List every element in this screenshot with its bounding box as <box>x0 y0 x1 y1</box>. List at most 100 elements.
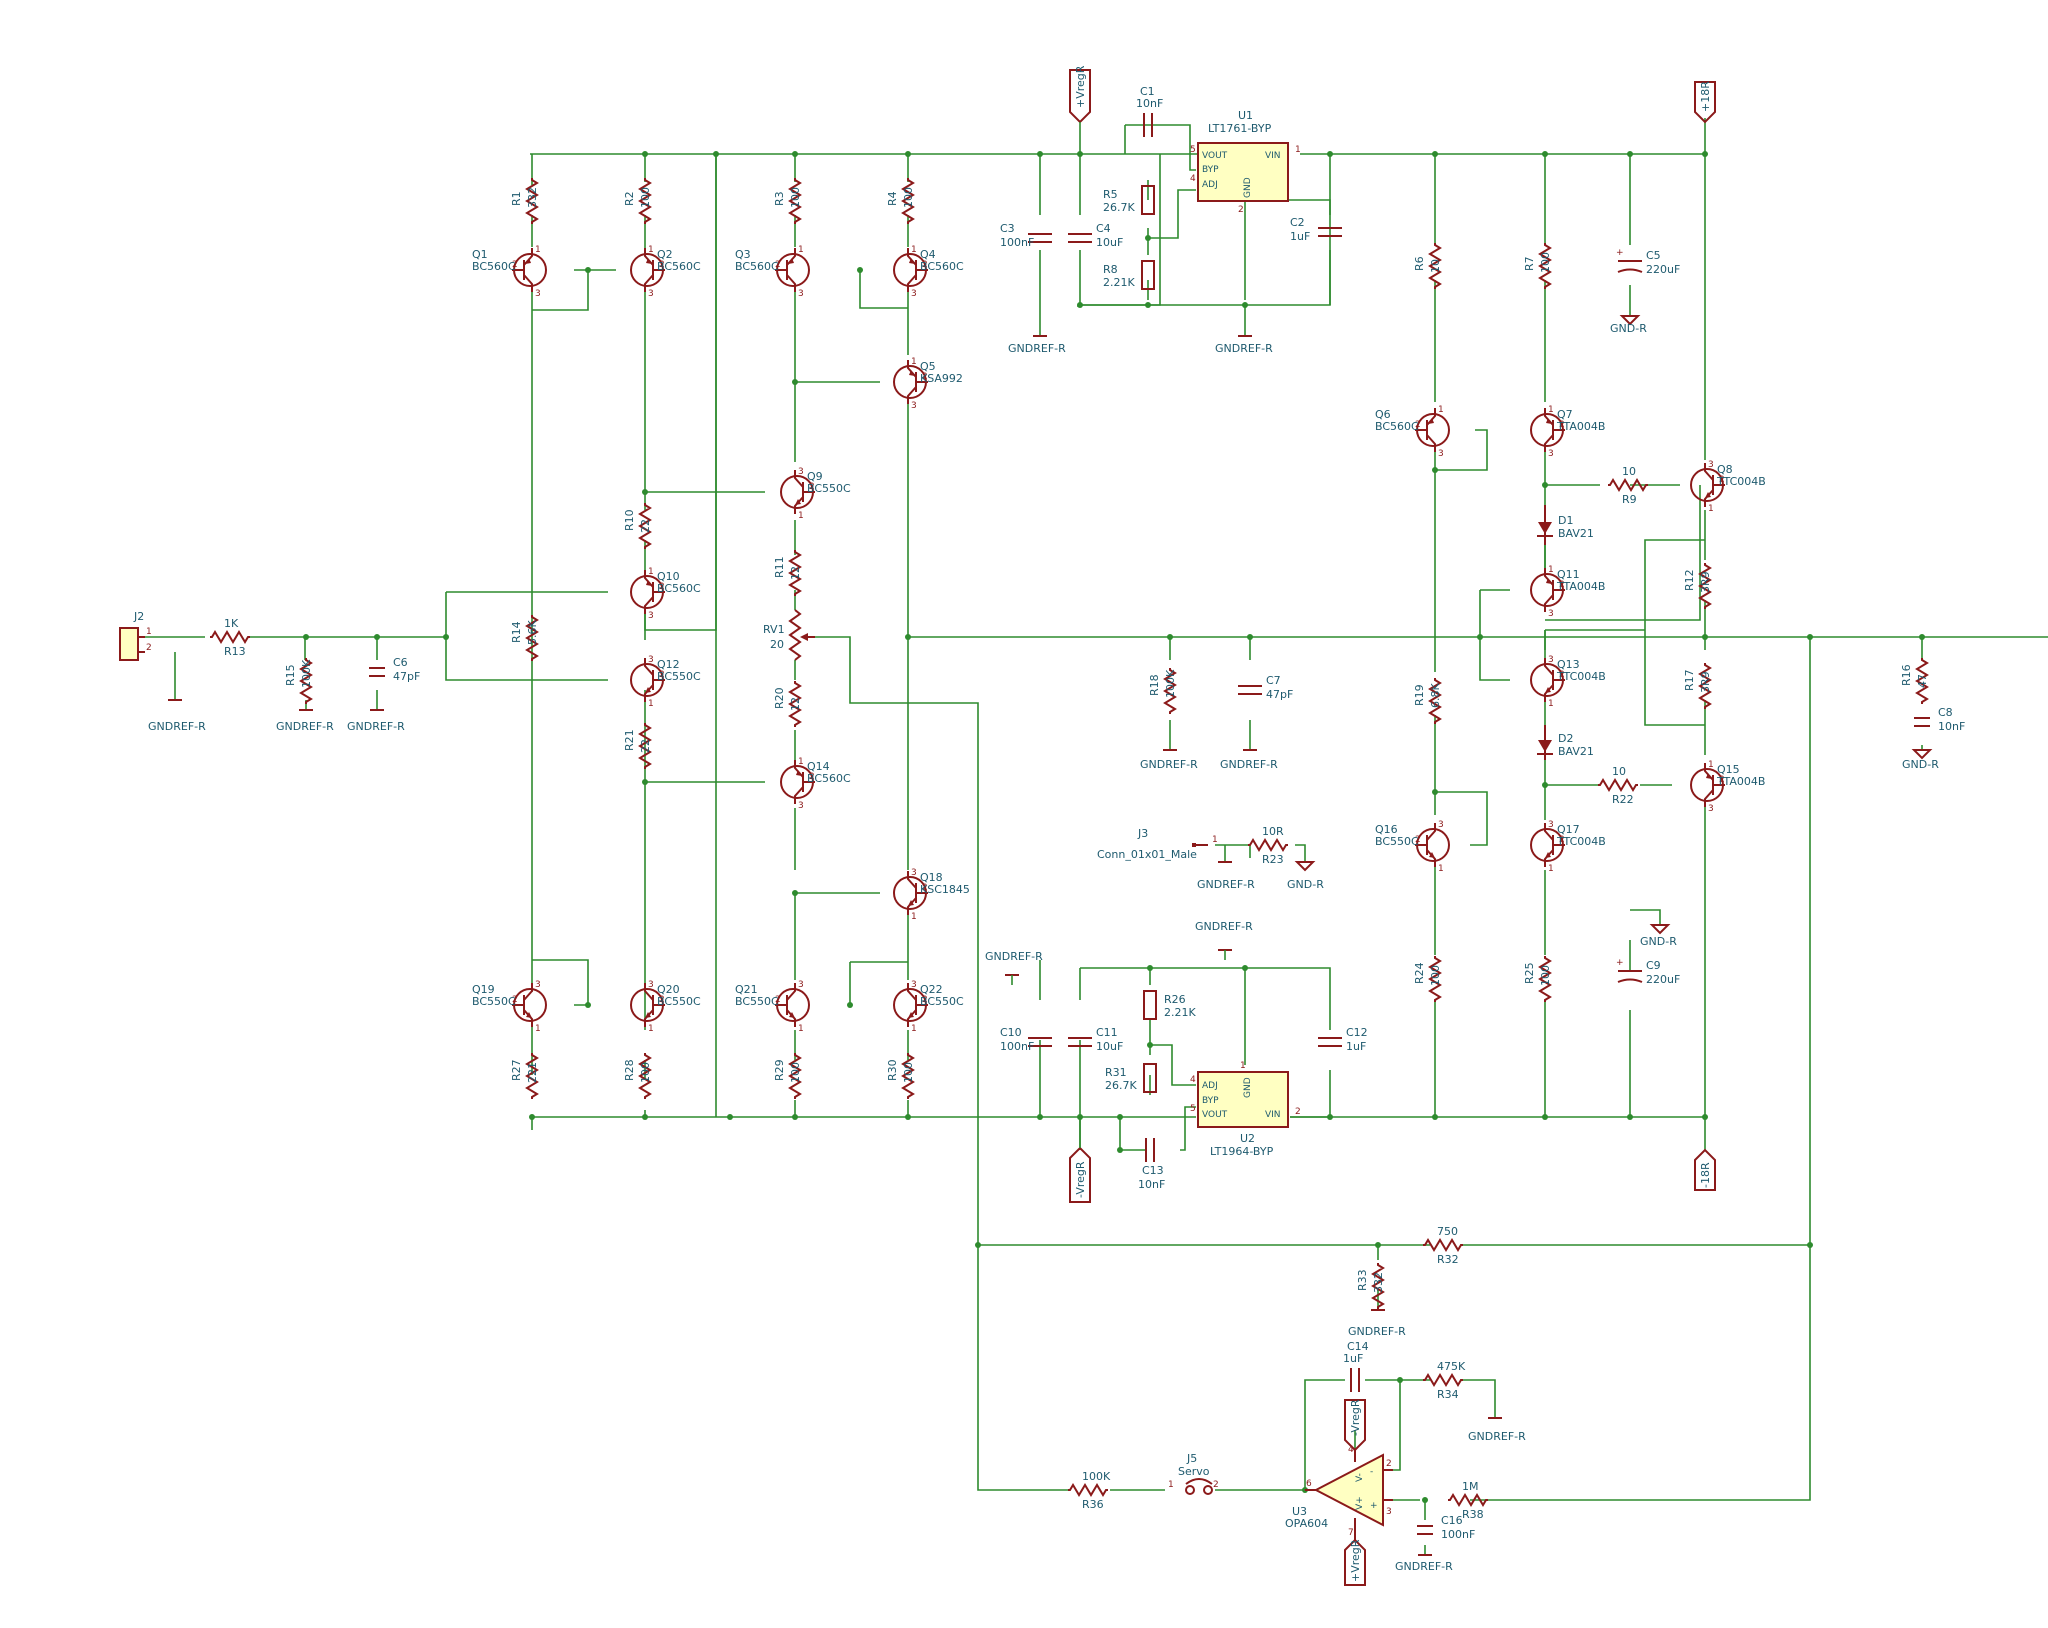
svg-text:1uF: 1uF <box>1346 1040 1366 1053</box>
gndref-u1: GNDREF-R <box>1215 305 1273 355</box>
svg-text:R5: R5 <box>1103 188 1118 201</box>
svg-text:R30: R30 <box>886 1059 899 1081</box>
svg-text:R11: R11 <box>773 556 786 578</box>
svg-text:-: - <box>1370 1467 1373 1477</box>
svg-text:TTA004B: TTA004B <box>1716 775 1765 788</box>
svg-text:1: 1 <box>911 1024 917 1034</box>
svg-text:3: 3 <box>1708 804 1714 814</box>
svg-text:Servo: Servo <box>1178 1465 1210 1478</box>
svg-text:Conn_01x01_Male: Conn_01x01_Male <box>1097 848 1197 861</box>
svg-text:GNDREF-R: GNDREF-R <box>1197 878 1255 891</box>
svg-text:1: 1 <box>911 357 917 367</box>
svg-text:3: 3 <box>1438 820 1444 830</box>
svg-text:BYP: BYP <box>1202 1096 1219 1106</box>
svg-text:TTC004B: TTC004B <box>1556 670 1606 683</box>
svg-text:GNDREF-R: GNDREF-R <box>1008 342 1066 355</box>
svg-text:1: 1 <box>648 699 654 709</box>
svg-text:Q16: Q16 <box>1375 823 1398 836</box>
svg-text:+VregR: +VregR <box>1074 65 1087 108</box>
svg-text:2: 2 <box>1559 835 1565 845</box>
svg-text:KSA992: KSA992 <box>920 372 963 385</box>
svg-text:GND-R: GND-R <box>1902 758 1939 771</box>
svg-text:6.8K: 6.8K <box>1429 683 1442 708</box>
svg-text:1: 1 <box>1708 504 1714 514</box>
svg-text:-VregR: -VregR <box>1349 1399 1362 1436</box>
svg-text:VIN: VIN <box>1265 1110 1281 1120</box>
svg-text:2: 2 <box>1415 835 1421 845</box>
svg-text:BC560C: BC560C <box>1375 420 1419 433</box>
svg-text:2: 2 <box>1415 420 1421 430</box>
svg-text:J3: J3 <box>1137 827 1148 840</box>
svg-text:Q4: Q4 <box>920 248 936 261</box>
opamp-u3: U3 OPA604 6 2 3 4 7 - + V- V+ <box>1285 1445 1393 1540</box>
svg-text:2: 2 <box>146 643 152 653</box>
svg-text:47pF: 47pF <box>1266 688 1293 701</box>
svg-text:10: 10 <box>1612 765 1626 778</box>
svg-text:ADJ: ADJ <box>1202 1081 1218 1091</box>
svg-text:221: 221 <box>526 1062 539 1083</box>
gndref-c3: GNDREF-R <box>1008 330 1066 355</box>
svg-text:VIN: VIN <box>1265 151 1281 161</box>
svg-text:2: 2 <box>1559 420 1565 430</box>
svg-text:BC560C: BC560C <box>657 260 701 273</box>
svg-text:100: 100 <box>902 1062 915 1083</box>
svg-text:1K: 1K <box>224 617 239 630</box>
svg-text:R21: R21 <box>623 729 636 751</box>
svg-text:332: 332 <box>1372 1272 1385 1293</box>
gndref-j2: GNDREF-R <box>148 690 206 733</box>
svg-text:+: + <box>1616 958 1624 968</box>
svg-text:10uF: 10uF <box>1096 236 1123 249</box>
svg-text:47pF: 47pF <box>393 670 420 683</box>
svg-text:3: 3 <box>1708 460 1714 470</box>
svg-text:R15: R15 <box>284 664 297 686</box>
svg-text:1: 1 <box>1295 145 1301 155</box>
svg-text:GNDREF-R: GNDREF-R <box>347 720 405 733</box>
svg-text:Q21: Q21 <box>735 983 758 996</box>
svg-text:20: 20 <box>770 638 784 651</box>
svg-text:GNDREF-R: GNDREF-R <box>1348 1325 1406 1338</box>
svg-text:Q15: Q15 <box>1717 763 1740 776</box>
diode-d2: D2 BAV21 <box>1537 725 1594 760</box>
svg-text:R18: R18 <box>1148 674 1161 696</box>
svg-text:10: 10 <box>1429 259 1442 273</box>
svg-text:4: 4 <box>1348 1445 1354 1455</box>
svg-text:3: 3 <box>798 289 804 299</box>
svg-text:C5: C5 <box>1646 249 1661 262</box>
gndref-c10: GNDREF-R <box>985 950 1043 985</box>
gndref-r18: GNDREF-R <box>1140 720 1198 771</box>
svg-text:100K: 100K <box>300 659 313 688</box>
svg-text:GNDREF-R: GNDREF-R <box>1140 758 1198 771</box>
svg-text:1: 1 <box>1708 760 1714 770</box>
svg-text:BAV21: BAV21 <box>1558 745 1594 758</box>
gndref-u2: GNDREF-R <box>1195 920 1253 960</box>
svg-text:332: 332 <box>526 187 539 208</box>
svg-text:C16: C16 <box>1441 1514 1463 1527</box>
svg-text:R14: R14 <box>510 621 523 643</box>
svg-text:VOUT: VOUT <box>1202 151 1228 161</box>
svg-text:GNDREF-R: GNDREF-R <box>1220 758 1278 771</box>
svg-text:-18R: -18R <box>1699 1162 1712 1188</box>
svg-text:3: 3 <box>798 467 804 477</box>
svg-text:Q7: Q7 <box>1557 408 1573 421</box>
